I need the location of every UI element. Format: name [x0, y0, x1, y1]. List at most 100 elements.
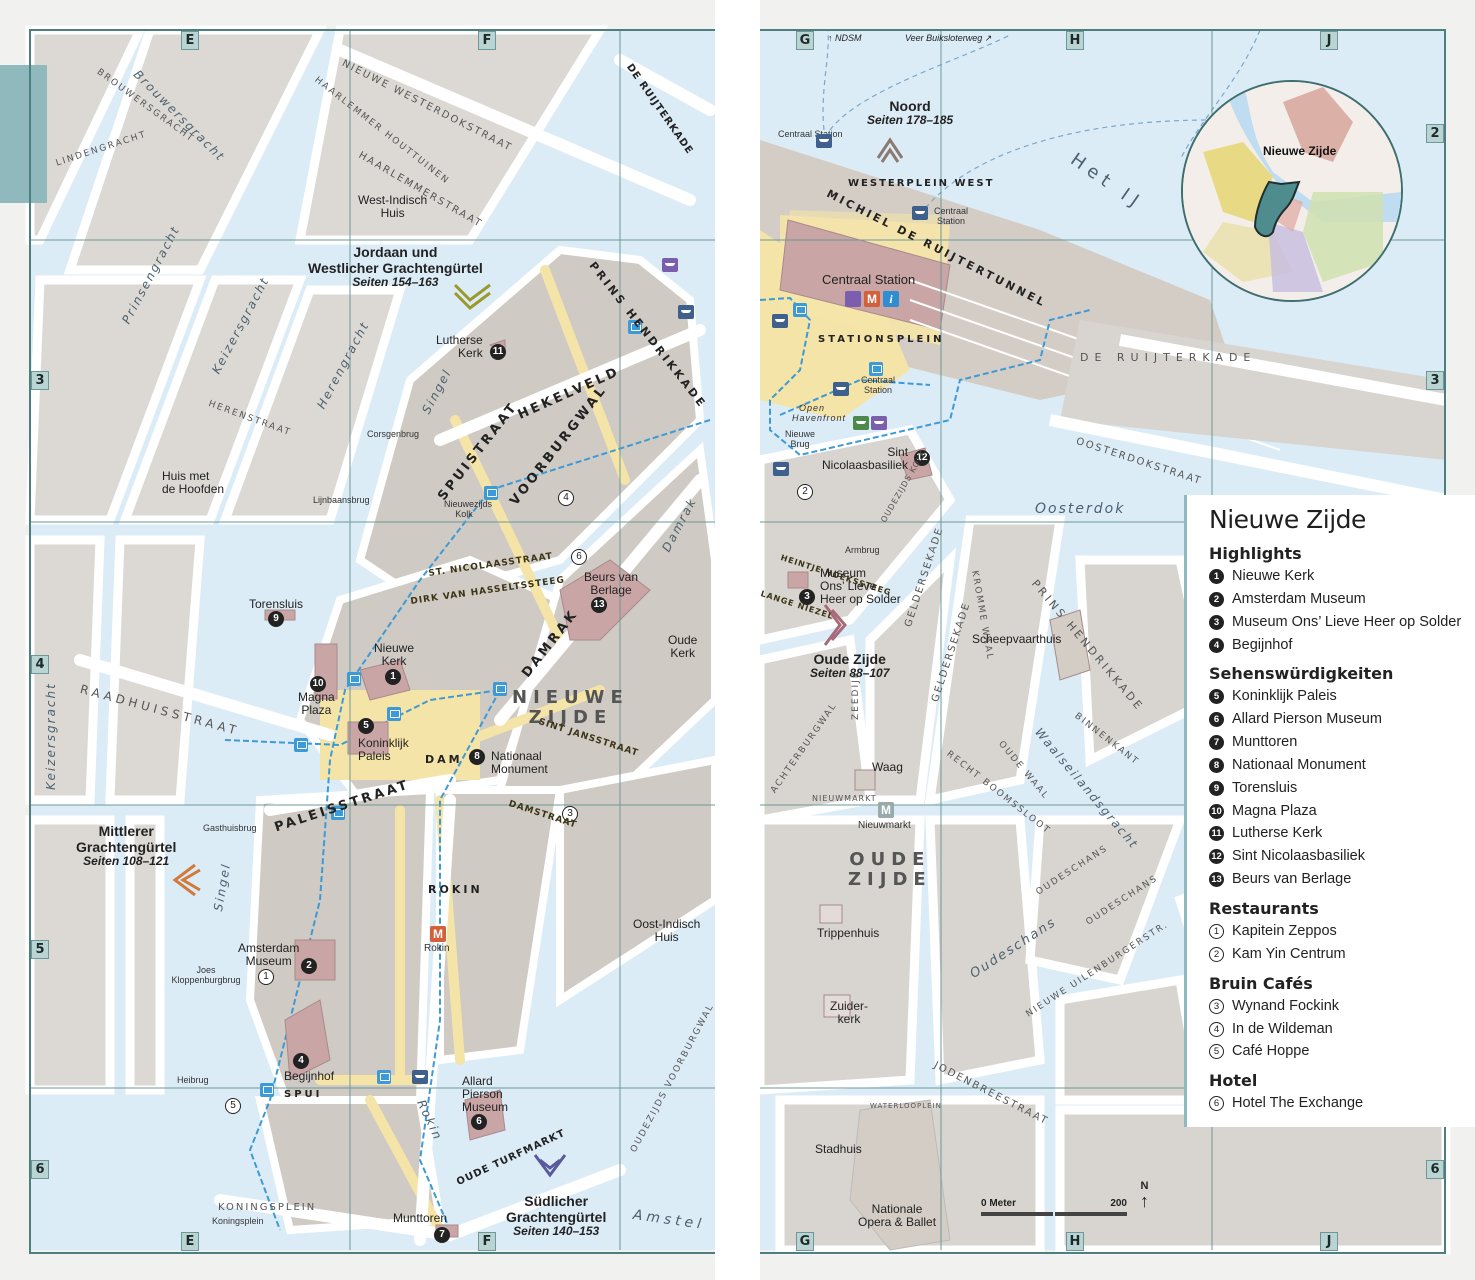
metro-station-rokin[interactable]: Rokin	[424, 943, 450, 954]
area-link-noord[interactable]: Noord Seiten 178–185	[867, 98, 954, 128]
poi-oude-kerk[interactable]: Oude Kerk	[668, 633, 698, 661]
marker-10: 10	[310, 676, 326, 692]
poi-opera[interactable]: Nationale Opera & Ballet	[858, 1202, 937, 1230]
poi-stadhuis[interactable]: Stadhuis	[815, 1142, 862, 1156]
poi-nationaal-monument[interactable]: Nationaal Monument	[491, 749, 548, 777]
legend-item-label: In de Wildeman	[1232, 1020, 1333, 1037]
poi-koninklijk-paleis[interactable]: Koninklijk Paleis	[358, 736, 409, 764]
legend-item-label: Amsterdam Museum	[1232, 590, 1366, 607]
poi-allard-pierson[interactable]: Allard Pierson Museum	[462, 1074, 509, 1115]
legend-item-label: Munttoren	[1232, 734, 1298, 751]
area-link-suedlicher[interactable]: Südlicher Grachtengürtel Seiten 140–153	[506, 1193, 607, 1239]
label-open-havenfront: Open Havenfront	[792, 403, 847, 423]
poi-west-indisch-huis[interactable]: West-Indisch Huis	[358, 193, 428, 221]
legend-number-marker: 1	[1209, 923, 1224, 939]
legend-item-label: Beurs van Berlage	[1232, 871, 1352, 888]
poi-lutherse-kerk[interactable]: Lutherse Kerk 11	[436, 333, 506, 360]
area-link-mittlerer[interactable]: Mittlerer Grachtengürtel Seiten 108–121	[76, 823, 177, 869]
marker-5: 5	[358, 718, 374, 734]
label-corsgenbrug: Corsgenbrug	[367, 429, 420, 439]
poi-amsterdam-museum[interactable]: Amsterdam Museum	[238, 941, 300, 969]
grid-column-tag: J	[1320, 31, 1338, 50]
metro-station-nieuwmarkt[interactable]: Nieuwmarkt	[858, 820, 911, 831]
bus-icon	[678, 305, 694, 319]
scale-end-label: 200	[1110, 1198, 1127, 1209]
poi-nieuwe-kerk[interactable]: Nieuwe Kerk	[374, 641, 415, 669]
scale-bar: 0 Meter 200	[981, 1198, 1127, 1216]
ferry-icon	[772, 314, 788, 328]
poi-torensluis[interactable]: Torensluis	[249, 597, 304, 611]
marker-cafe-5: 5	[225, 1098, 241, 1114]
legend-heading: Highlights	[1209, 544, 1302, 563]
ferry-stop-centraal[interactable]: Centraal Station	[778, 129, 843, 139]
tram-stop-centraal[interactable]: Centraal Station	[860, 375, 896, 395]
street-label: NIEUWMARKT	[812, 794, 877, 803]
legend-number-marker: 5	[1209, 1044, 1224, 1060]
label-nieuwezijds-kolk: Nieuwezijds Kolk	[444, 499, 493, 519]
boat-tour-icon	[662, 258, 678, 272]
marker-13: 13	[591, 597, 607, 613]
poi-oost-indisch-huis[interactable]: Oost-Indisch Huis	[633, 917, 701, 945]
label-gasthuisbrug: Gasthuisbrug	[203, 823, 257, 833]
legend-item[interactable]: 3 Wynand Fockink	[1209, 997, 1475, 1016]
page-tab-marker	[0, 65, 47, 203]
poi-huis-met-de-hoofden[interactable]: Huis met de Hoofden	[162, 469, 225, 497]
legend-number-marker: 3	[1209, 998, 1224, 1014]
locator-map-graphic	[1183, 82, 1401, 300]
train-icon	[845, 291, 861, 307]
legend-number-marker: 9	[1209, 780, 1224, 796]
label-armbrug: Armbrug	[845, 545, 880, 555]
ferry-route-ndsm[interactable]: ↑ NDSM	[828, 33, 862, 43]
poi-zuiderkerk[interactable]: Zuider- kerk	[830, 999, 869, 1027]
grid-column-tag: F	[478, 31, 496, 50]
area-link-oude-zijde[interactable]: Oude Zijde Seiten 88–107	[810, 651, 890, 681]
poi-sint-nicolaasbasiliek[interactable]: Sint Nicolaasbasiliek	[822, 445, 909, 473]
poi-waag[interactable]: Waag	[872, 760, 903, 774]
ferry-stop-centraal[interactable]: Centraal Station	[933, 206, 969, 226]
legend-heading: Bruin Cafés	[1209, 973, 1313, 993]
poi-beurs-van-berlage[interactable]: Beurs van Berlage	[584, 570, 639, 598]
legend-item-label: Wynand Fockink	[1232, 997, 1340, 1014]
tram-stop-icon	[628, 320, 642, 334]
poi-centraal-station[interactable]: Centraal Station	[822, 272, 916, 287]
street-map-left	[0, 0, 715, 1280]
ferry-route-buiksloterweg[interactable]: Veer Buiksloterweg ↗	[905, 33, 993, 43]
poi-museum-ons-lieve-heer[interactable]: Museum Ons’ Lieve Heer op Solder	[820, 566, 901, 607]
scale-start-label: 0 Meter	[981, 1198, 1017, 1209]
legend-number-marker: 1	[1209, 569, 1224, 584]
poi-munttoren[interactable]: Munttoren	[393, 1211, 448, 1225]
legend-number-marker: 4	[1209, 637, 1224, 653]
ferry-icon	[912, 206, 928, 220]
poi-trippenhuis[interactable]: Trippenhuis	[817, 926, 880, 940]
area-link-jordaan[interactable]: Jordaan und Westlicher Grachtengürtel Se…	[308, 244, 483, 290]
legend-item-label: Lutherse Kerk	[1232, 825, 1323, 842]
tram-stop-icon	[377, 1070, 391, 1084]
tram-stop-icon	[793, 303, 807, 317]
poi-scheepvaarthuis[interactable]: Scheepvaarthuis	[972, 632, 1062, 646]
legend-title: Nieuwe Zijde	[1209, 505, 1366, 534]
tram-stop-icon	[347, 672, 361, 686]
grid-column-tag: E	[181, 1232, 199, 1251]
poi-begijnhof[interactable]: Begijnhof	[284, 1069, 335, 1083]
legend-heading: Restaurants	[1209, 898, 1319, 918]
page-gutter	[715, 0, 760, 1280]
poi-magna-plaza[interactable]: Magna Plaza	[298, 690, 335, 718]
